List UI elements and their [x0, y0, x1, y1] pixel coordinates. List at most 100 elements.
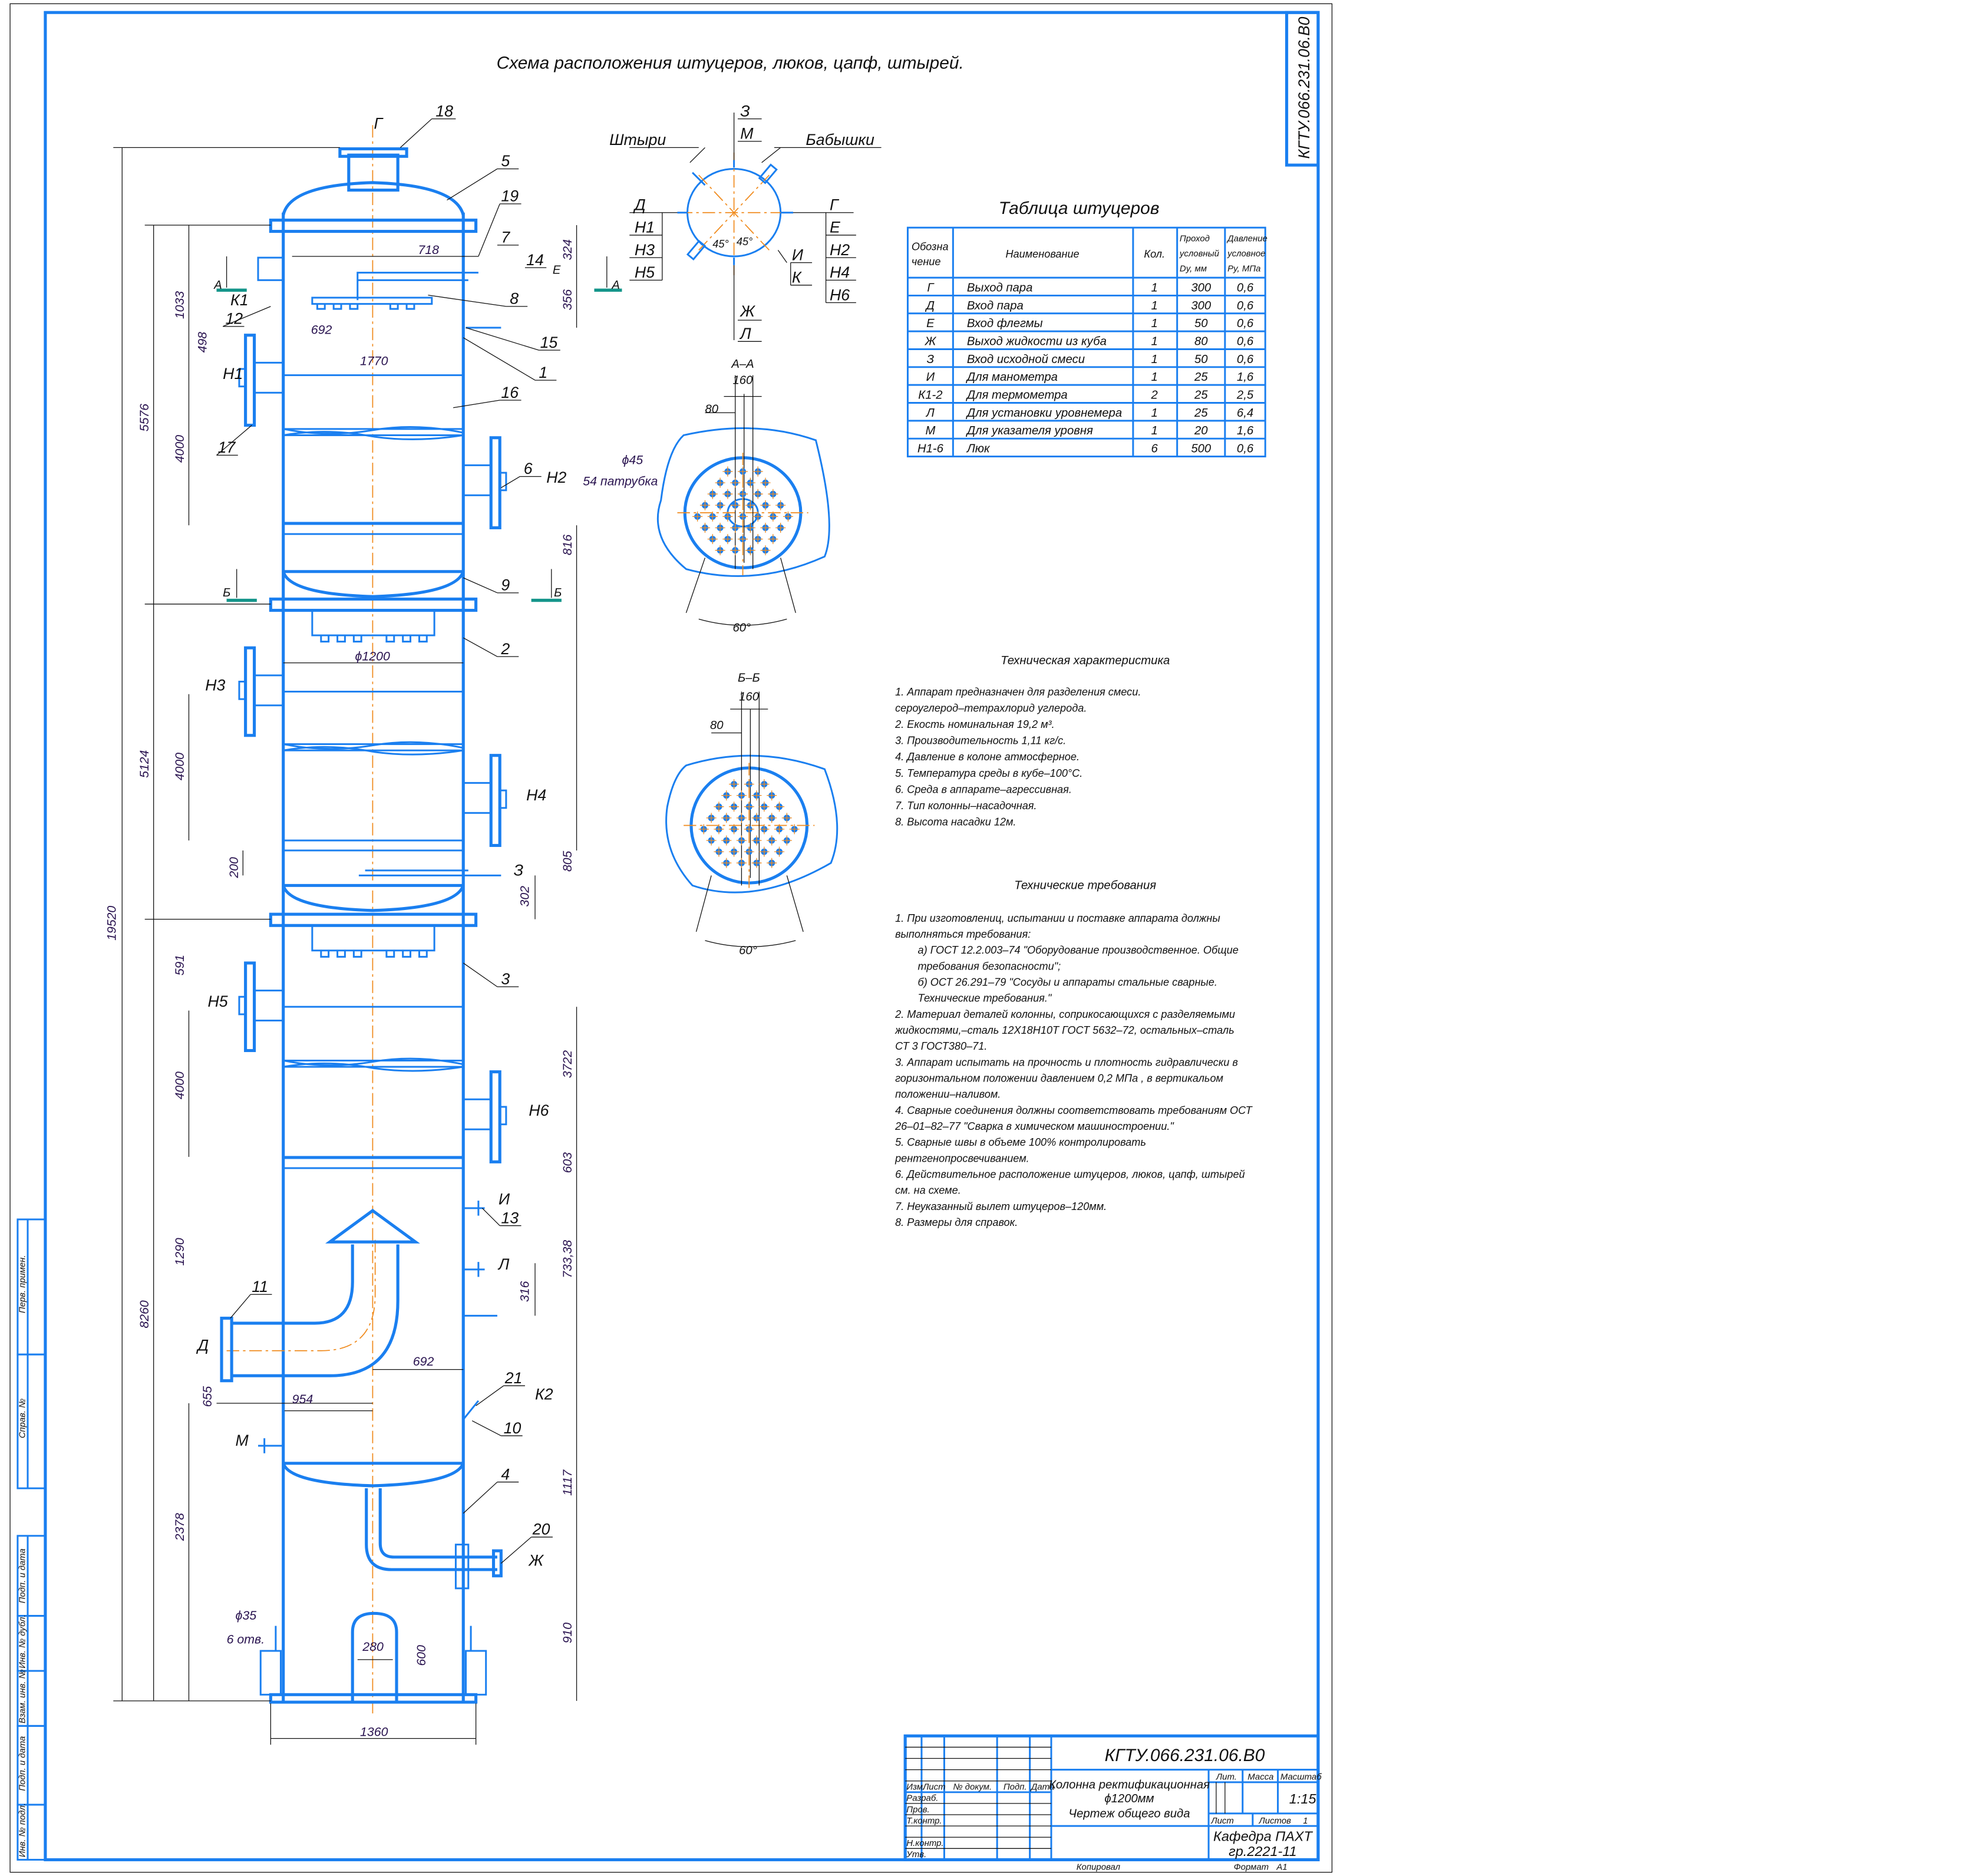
- col-header: Лист: [922, 1783, 945, 1792]
- position-number: 14: [526, 251, 544, 269]
- org-name: Кафедра ПАХТ: [1213, 1829, 1313, 1844]
- hole-axis: [752, 511, 763, 522]
- hole-axis: [715, 477, 725, 488]
- hole-axis: [721, 858, 732, 868]
- hole-axis: [760, 522, 771, 533]
- table-cell: 300: [1191, 281, 1212, 294]
- manhole: [462, 436, 507, 530]
- format-label: Формат: [1234, 1862, 1269, 1872]
- hole-axis: [721, 790, 732, 801]
- table-cell: Для установки уровнемера: [966, 407, 1122, 420]
- tech-req-line: 7. Неуказанный вылет штуцеров–120мм.: [895, 1201, 1107, 1212]
- section-heading: Технические требования: [1014, 879, 1156, 892]
- hole-axis: [729, 846, 740, 857]
- tech-char-line: 4. Давление в колоне атмосферное.: [895, 751, 1080, 763]
- hole-axis: [781, 835, 792, 846]
- scale-label: Масштаб: [1280, 1773, 1322, 1782]
- group-name: гр.2221-11: [1229, 1844, 1297, 1859]
- hole-axis: [706, 835, 717, 846]
- tech-characteristics: Техническая характеристика 1. Аппарат пр…: [894, 654, 1170, 828]
- manhole: [462, 1070, 507, 1163]
- table-cell: К1-2: [918, 389, 942, 402]
- hole-axis: [738, 511, 748, 522]
- dimension: 954: [292, 1392, 313, 1406]
- position-number: 20: [532, 1521, 550, 1538]
- hole-axis: [767, 858, 777, 868]
- dimension: ϕ45: [622, 453, 643, 467]
- bosses-label: Бабышки: [806, 131, 874, 149]
- dimension: 280: [362, 1640, 384, 1654]
- dimension: ϕ1200: [355, 649, 391, 663]
- table-cell: 0,6: [1237, 317, 1254, 330]
- col-header: № докум.: [953, 1783, 992, 1792]
- hole-axis: [729, 779, 740, 789]
- tech-req-line: СТ 3 ГОСТ380–71.: [895, 1040, 987, 1052]
- hole-axis: [775, 500, 786, 510]
- stamp-label: Инв. № подл.: [18, 1803, 28, 1857]
- nozzle-letter: М: [236, 1432, 249, 1449]
- tech-char-line: 8. Высота насадки 12м.: [895, 816, 1016, 828]
- scheme-title: Схема расположения штуцеров, люков, цапф…: [497, 54, 964, 73]
- distributor-holes: [692, 466, 794, 556]
- table-cell: 1: [1151, 299, 1158, 312]
- table-header: условное: [1227, 249, 1265, 259]
- title-doc-code: КГТУ.066.231.06.В0: [1105, 1746, 1265, 1765]
- table-cell: Вход исходной смеси: [967, 353, 1085, 366]
- hole-axis: [722, 466, 733, 477]
- section-letter: А: [611, 279, 620, 292]
- hole-axis: [789, 824, 800, 835]
- tech-req-line: положении–наливом.: [895, 1089, 1001, 1100]
- section-letter: Б: [223, 586, 230, 599]
- hole-axis: [752, 534, 763, 545]
- table-cell: 2: [1151, 389, 1158, 402]
- hole-axis: [759, 802, 770, 812]
- nozzle-letter: Н4: [526, 786, 546, 804]
- nozzle-letter: Д: [196, 1337, 209, 1354]
- table-cell: 0,6: [1237, 281, 1254, 294]
- scale-value: 1:15: [1289, 1791, 1317, 1806]
- table-cell: 2,5: [1236, 389, 1254, 402]
- sheet-border: [9, 3, 1333, 1873]
- section-title: Б–Б: [738, 672, 760, 685]
- tech-req-line: 3. Аппарат испытать на прочность и плотн…: [895, 1056, 1238, 1068]
- table-header: Наименование: [1005, 248, 1079, 260]
- position-number: 6: [524, 460, 533, 477]
- hole-axis: [738, 534, 748, 545]
- sheet-label: Лист: [1210, 1816, 1233, 1826]
- table-cell: Вход пара: [967, 299, 1024, 312]
- drawing-name: ϕ1200мм: [1104, 1792, 1154, 1805]
- table-cell: Выход пара: [967, 281, 1033, 294]
- position-number: 1: [539, 364, 547, 381]
- hole-axis: [745, 477, 755, 488]
- hole-axis: [730, 500, 741, 510]
- sheets-label: Листов: [1259, 1816, 1292, 1826]
- nozzle-letter: Е: [553, 264, 561, 277]
- table-title: Таблица штуцеров: [999, 199, 1160, 218]
- hole-axis: [692, 511, 703, 522]
- scheme-letter: Е: [830, 219, 840, 236]
- table-cell: 1: [1151, 353, 1158, 366]
- table-cell: 0,6: [1237, 443, 1254, 456]
- tech-req-line: б) ОСТ 26.291–79 "Сосуды и аппараты стал…: [918, 977, 1217, 988]
- dimension: 356: [560, 289, 575, 311]
- dimension: 805: [560, 850, 575, 872]
- dimension: 80: [710, 719, 724, 732]
- tech-char-line: 2. Екость номинальная 19,2 м³.: [894, 718, 1055, 730]
- table-cell: Д: [925, 299, 935, 312]
- hole-axis: [721, 835, 732, 846]
- dimension: 600: [414, 1645, 428, 1666]
- table-cell: Ж: [925, 335, 937, 348]
- table-cell: З: [927, 353, 934, 366]
- hole-axis: [707, 511, 718, 522]
- table-cell: Для указателя уровня: [966, 424, 1093, 437]
- table-header: Обозна: [912, 240, 949, 252]
- table-cell: 50: [1194, 353, 1208, 366]
- dimension: ϕ35: [236, 1608, 257, 1623]
- position-number: 16: [501, 384, 519, 401]
- table-cell: 0,6: [1237, 299, 1254, 312]
- table-cell: 6: [1151, 443, 1158, 456]
- table-cell: 50: [1194, 317, 1208, 330]
- hole-axis: [768, 511, 778, 522]
- hole-axis: [744, 802, 754, 812]
- table-cell: 1,6: [1237, 424, 1254, 437]
